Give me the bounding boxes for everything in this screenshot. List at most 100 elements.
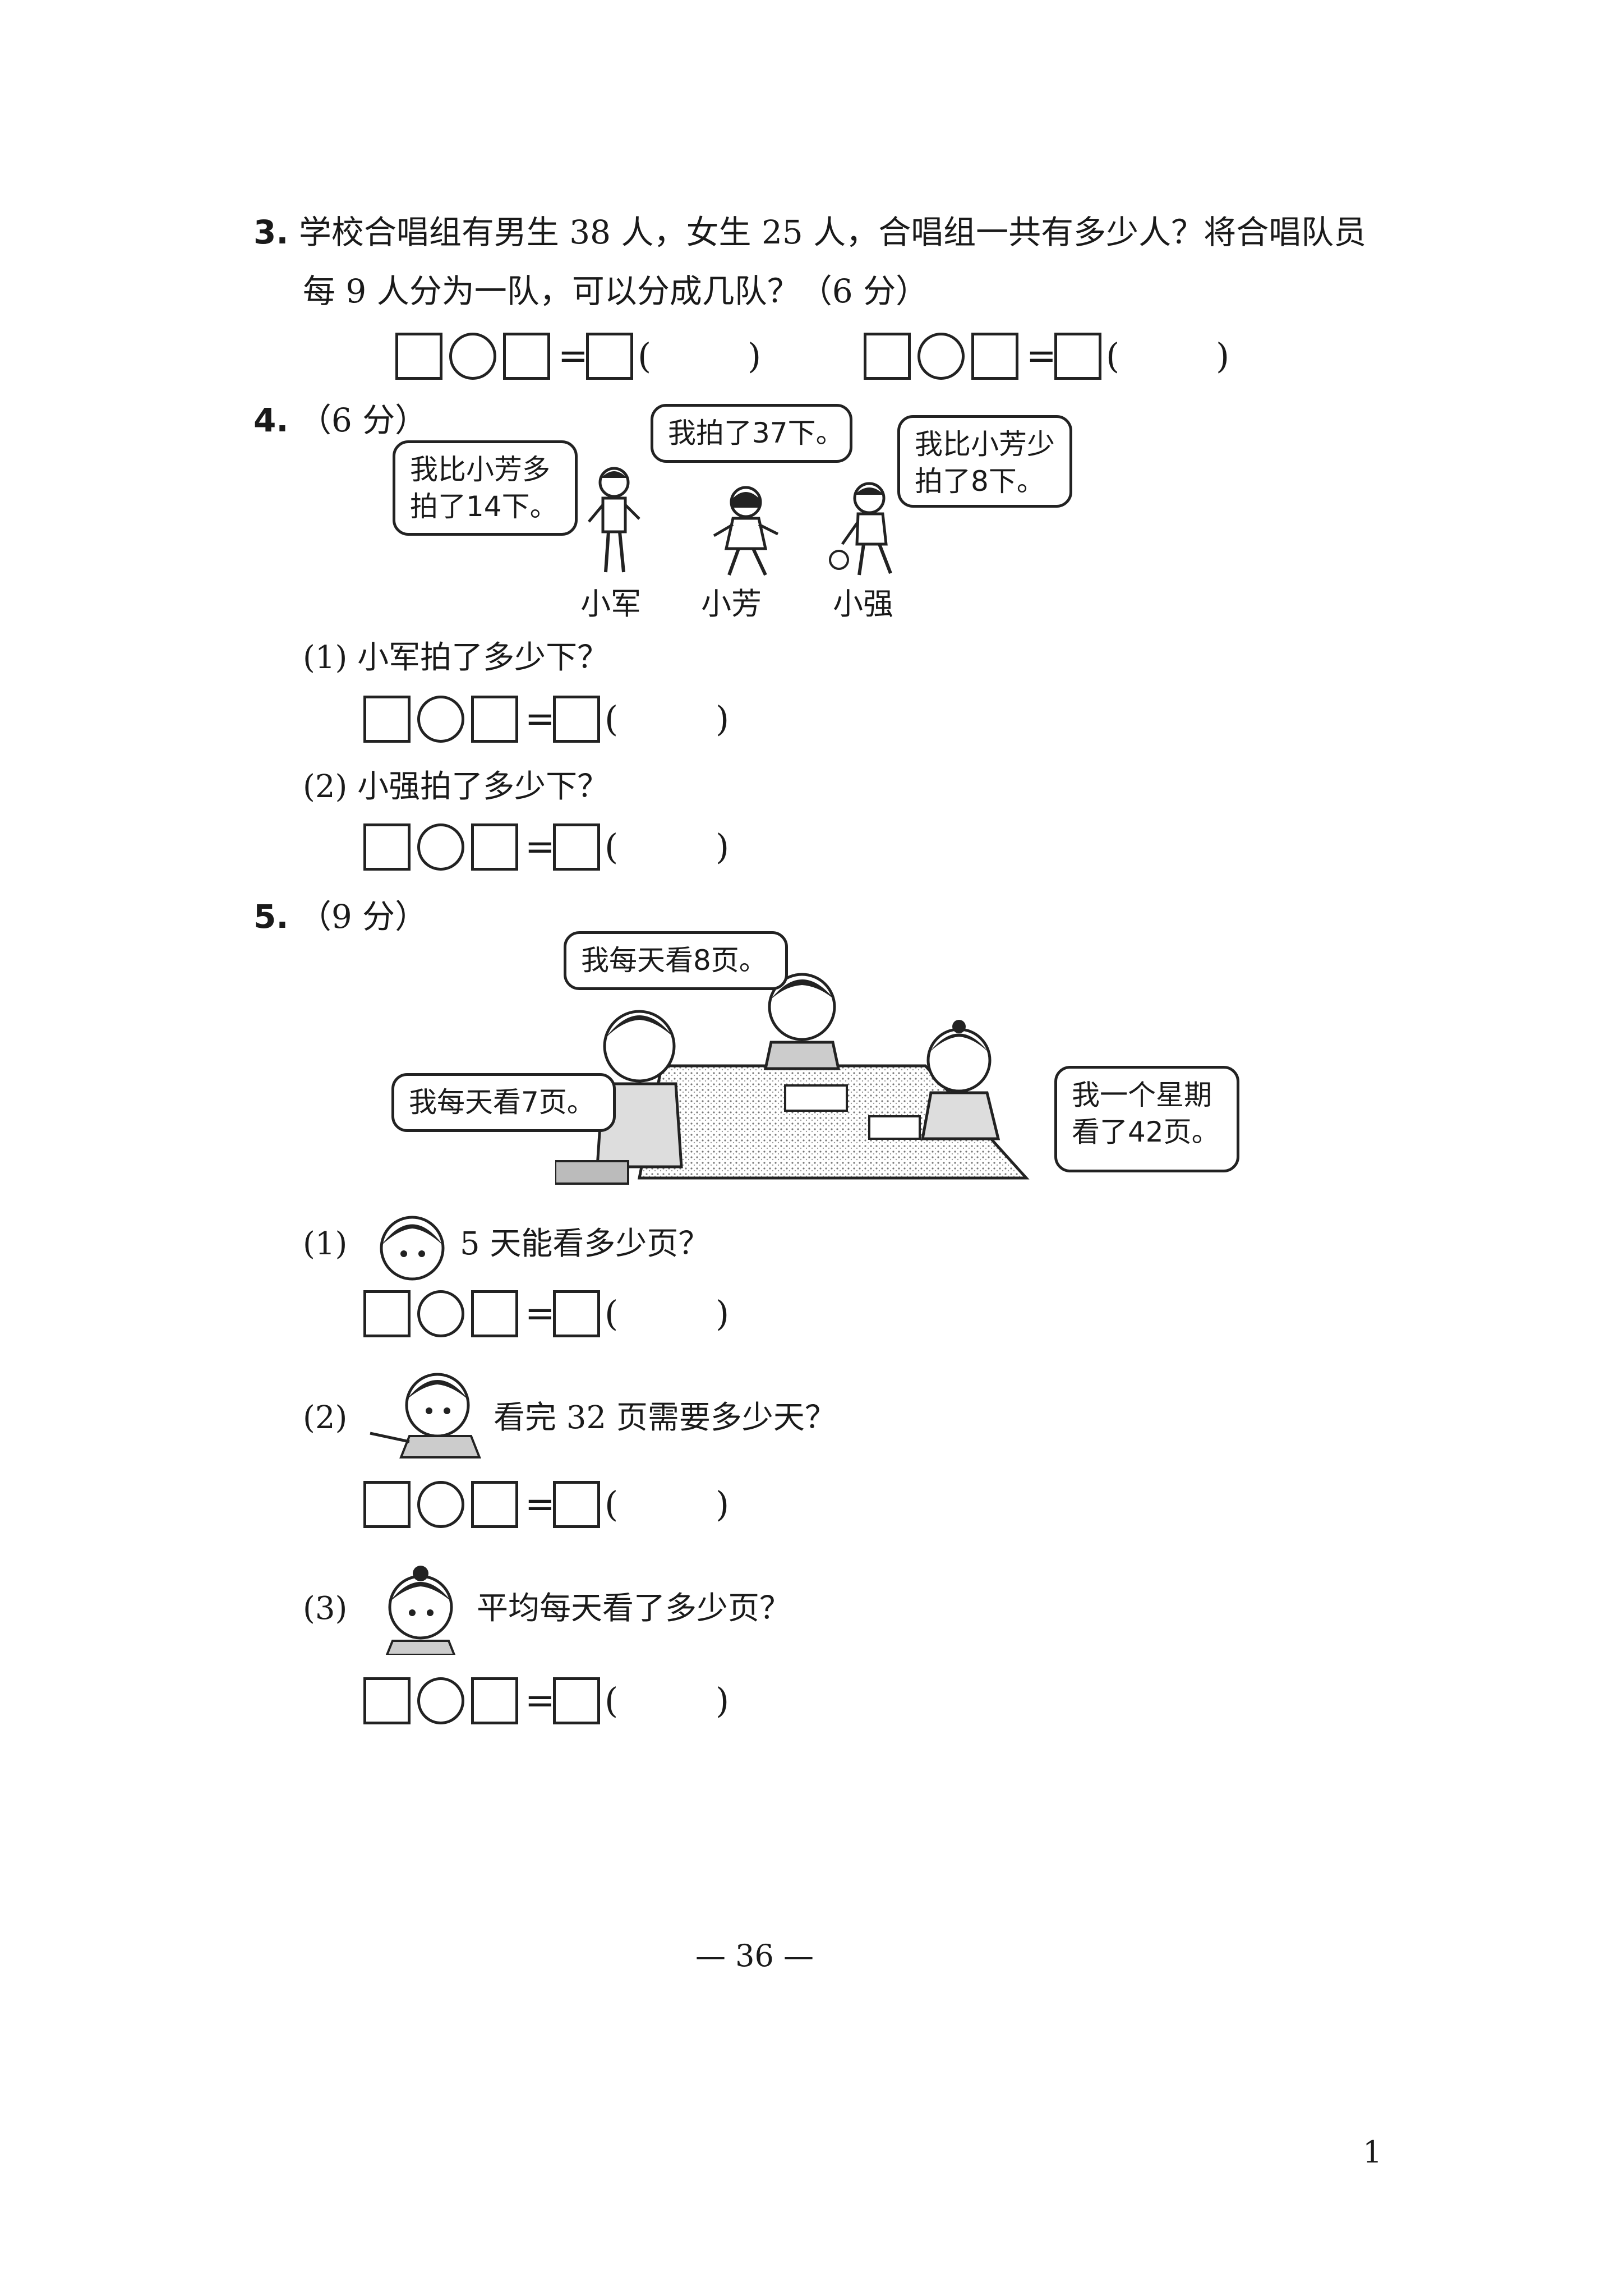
q3-equation-2: = ( ): [864, 333, 1256, 383]
unit-paren-open: (: [605, 1680, 619, 1721]
q4-equation-2: = ( ): [363, 823, 756, 874]
name-xiaofang: 小芳: [701, 586, 762, 622]
equals-sign: =: [525, 1680, 555, 1722]
bubble-line: 我比小芳多: [410, 453, 550, 486]
answer-box[interactable]: [553, 1481, 600, 1528]
q5-sub2-text: 看完 32 页需要多少天？: [494, 1400, 836, 1436]
bubble-line: 拍了8下。: [915, 465, 1045, 498]
q5-sub2-label: (2): [303, 1400, 348, 1436]
operator-circle[interactable]: [417, 823, 464, 871]
unit-paren-open: (: [605, 698, 619, 739]
q5-bubble-left-boy: 我每天看7页。: [391, 1073, 616, 1132]
bubble-line: 拍了14下。: [410, 490, 558, 523]
unit-paren-open: (: [605, 1484, 619, 1525]
q5-equation-1: = ( ): [363, 1290, 756, 1341]
operator-circle[interactable]: [449, 333, 496, 380]
q5-equation-2: = ( ): [363, 1481, 756, 1531]
q5-sub3-text: 平均每天看了多少页？: [477, 1590, 791, 1627]
q4-sub2-text: (2) 小强拍了多少下？: [303, 769, 609, 805]
boy-left-face-icon: [380, 1216, 445, 1281]
q5-sub1-label: (1): [303, 1226, 348, 1262]
operator-circle[interactable]: [917, 333, 965, 380]
bubble-line: 我每天看7页。: [409, 1086, 595, 1119]
q4-bubble-xiaoqiang: 我比小芳少 拍了8下。: [897, 415, 1072, 508]
operator-circle[interactable]: [417, 1677, 464, 1724]
q3-line1: 学校合唱组有男生 38 人，女生 25 人，合唱组一共有多少人？将合唱队员: [298, 213, 1367, 251]
page-number: — 36 —: [695, 1938, 814, 1973]
boy-xiaoqiang-illustration: [829, 482, 892, 576]
answer-box[interactable]: [471, 823, 518, 871]
bubble-line: 我比小芳少: [915, 428, 1055, 461]
q4-number: 4.: [253, 401, 289, 439]
answer-box[interactable]: [553, 823, 600, 871]
equals-sign: =: [558, 335, 588, 377]
unit-paren-close: ): [716, 1484, 730, 1525]
answer-box[interactable]: [471, 1290, 518, 1337]
q5-bubble-right-girl: 我一个星期 看了42页。: [1054, 1066, 1239, 1172]
equals-sign: =: [525, 1484, 555, 1525]
answer-box[interactable]: [363, 1290, 411, 1337]
unit-paren-close: ): [748, 335, 762, 376]
unit-paren-open: (: [1106, 335, 1120, 376]
operator-circle[interactable]: [417, 1481, 464, 1528]
q3-line2: 每 9 人分为一队，可以分成几队？（6 分）: [303, 272, 929, 310]
reading-table-illustration: [555, 973, 1030, 1185]
q5-bubble-top-boy: 我每天看8页。: [564, 931, 788, 990]
answer-box[interactable]: [1054, 333, 1101, 380]
answer-box[interactable]: [553, 1677, 600, 1724]
unit-paren-open: (: [605, 826, 619, 867]
unit-paren-open: (: [605, 1293, 619, 1334]
q5-number: 5.: [253, 898, 289, 936]
answer-box[interactable]: [553, 696, 600, 743]
q3-number: 3.: [253, 213, 289, 251]
answer-box[interactable]: [363, 823, 411, 871]
answer-box[interactable]: [363, 696, 411, 743]
q3-text-line1: 3. 学校合唱组有男生 38 人，女生 25 人，合唱组一共有多少人？将合唱队员: [253, 216, 1366, 249]
q5-equation-3: = ( ): [363, 1677, 756, 1728]
answer-box[interactable]: [503, 333, 550, 380]
equals-sign: =: [525, 826, 555, 868]
answer-box[interactable]: [395, 333, 442, 380]
q3-equation-1: = ( ): [395, 333, 788, 383]
unit-paren-close: ): [716, 826, 730, 867]
q4-header: 4. （6 分）: [253, 404, 427, 436]
q4-bubble-xiaofang: 我拍了37下。: [651, 404, 852, 463]
operator-circle[interactable]: [417, 1290, 464, 1337]
operator-circle[interactable]: [417, 696, 464, 743]
bubble-line: 我一个星期: [1072, 1079, 1212, 1111]
corner-number: 1: [1363, 2134, 1382, 2170]
q5-header: 5. （9 分）: [253, 900, 427, 933]
q4-equation-1: = ( ): [363, 696, 756, 746]
unit-paren-close: ): [1216, 335, 1230, 376]
answer-box[interactable]: [363, 1677, 411, 1724]
equals-sign: =: [525, 698, 555, 740]
answer-box[interactable]: [971, 333, 1018, 380]
name-xiaoqiang: 小强: [833, 586, 893, 622]
q4-sub1-text: (1) 小军拍了多少下？: [303, 639, 609, 676]
q5-sub1-text: 5 天能看多少页？: [460, 1226, 710, 1262]
equals-sign: =: [525, 1293, 555, 1335]
boy-top-face-icon: [370, 1373, 481, 1458]
girl-face-icon: [385, 1566, 456, 1655]
answer-box[interactable]: [471, 696, 518, 743]
unit-paren-close: ): [716, 1293, 730, 1334]
boy-xiaojun-illustration: [588, 467, 640, 573]
answer-box[interactable]: [471, 1677, 518, 1724]
answer-box[interactable]: [363, 1481, 411, 1528]
answer-box[interactable]: [553, 1290, 600, 1337]
answer-box[interactable]: [586, 333, 633, 380]
equals-sign: =: [1026, 335, 1057, 377]
bubble-line: 我每天看8页。: [581, 944, 767, 977]
answer-box[interactable]: [864, 333, 911, 380]
bubble-line: 我拍了37下。: [668, 417, 844, 449]
name-xiaojun: 小军: [580, 586, 641, 622]
q5-sub3-label: (3): [303, 1590, 348, 1627]
unit-paren-open: (: [638, 335, 652, 376]
unit-paren-close: ): [716, 698, 730, 739]
q5-score: （9 分）: [298, 898, 428, 936]
answer-box[interactable]: [471, 1481, 518, 1528]
q4-score: （6 分）: [298, 401, 428, 439]
q4-bubble-xiaojun: 我比小芳多 拍了14下。: [393, 440, 578, 536]
girl-xiaofang-illustration: [713, 486, 779, 576]
unit-paren-close: ): [716, 1680, 730, 1721]
